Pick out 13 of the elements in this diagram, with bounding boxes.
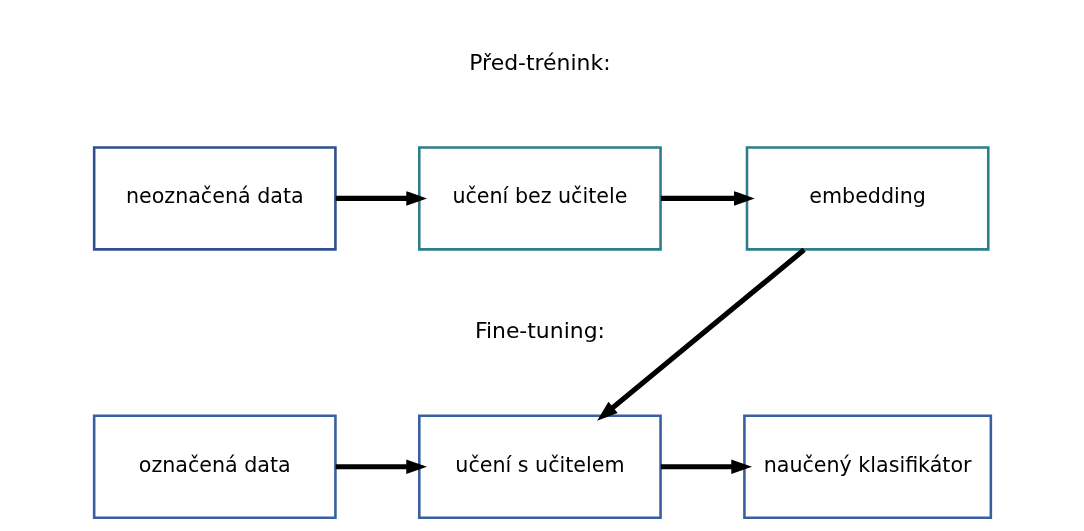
arrow <box>596 247 806 421</box>
arrow <box>335 191 427 206</box>
arrow <box>660 459 752 474</box>
arrow <box>660 191 755 206</box>
node-box: učení s učitelem <box>417 414 662 519</box>
node-box: označená data <box>92 414 337 519</box>
node-box: embedding <box>745 146 990 251</box>
arrow <box>335 459 427 474</box>
node-box: učení bez učitele <box>417 146 662 251</box>
node-box: naučený klasifikátor <box>742 414 992 519</box>
label: Fine-tuning: <box>474 317 605 343</box>
label: Před-trénink: <box>468 49 611 75</box>
node-box: neoznačená data <box>92 146 337 251</box>
